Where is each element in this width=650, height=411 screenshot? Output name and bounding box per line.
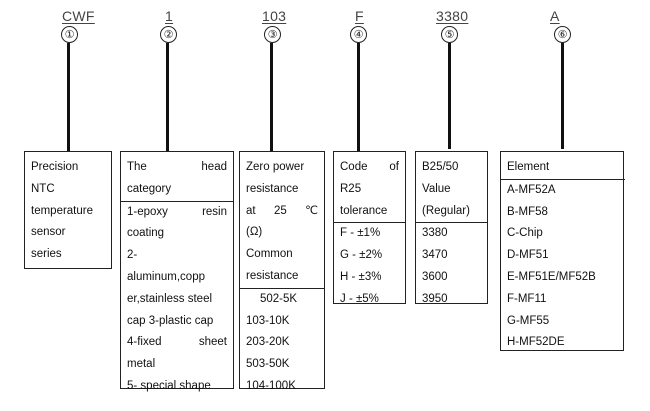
connector-line-4 bbox=[357, 43, 360, 151]
bvalue-header: (Regular) bbox=[416, 201, 487, 224]
head-text: head bbox=[201, 161, 227, 173]
resistance-value: 503-50K bbox=[246, 358, 290, 371]
head-text: The bbox=[127, 161, 147, 173]
item-text: 2- bbox=[127, 249, 138, 262]
tolerance-text: R25 bbox=[340, 182, 362, 195]
tolerance-header: tolerance bbox=[334, 201, 405, 224]
code-resistance: 103 bbox=[262, 8, 287, 24]
tolerance-value: H - ±3% bbox=[340, 270, 382, 283]
resistance-value: 104-100K bbox=[246, 379, 296, 392]
element-value: A-MF52A bbox=[507, 183, 556, 196]
series-line: Precision bbox=[31, 161, 79, 173]
item-text: aluminum,copp bbox=[127, 270, 205, 283]
bvalue-value: 3600 bbox=[422, 270, 448, 283]
resistance-value: 103-10K bbox=[246, 314, 290, 327]
item-text: resin bbox=[202, 205, 227, 218]
resistance-text: at bbox=[246, 204, 256, 217]
series-line: series bbox=[31, 248, 62, 261]
resistance-value: 502-5K bbox=[260, 292, 298, 305]
head-category-box: The head category 1-epoxy resin coating 2-… bbox=[120, 151, 234, 392]
code-series: CWF bbox=[62, 8, 95, 24]
tolerance-box: Code of R25 tolerance F - ±1% G - ±2% H -… bbox=[333, 151, 406, 305]
index-3-marker: ③ bbox=[264, 26, 281, 43]
item-text: er,stainless steel bbox=[127, 292, 213, 305]
item-text: 5- special shape bbox=[127, 379, 211, 392]
resistance-text: ℃ bbox=[305, 204, 318, 217]
code-tolerance: F bbox=[355, 8, 364, 24]
head-category-header: category bbox=[121, 179, 233, 202]
resistance-text: resistance bbox=[246, 182, 299, 195]
connector-line-1 bbox=[67, 43, 70, 151]
item-text: cap 3-plastic cap bbox=[127, 314, 214, 327]
connector-line-2 bbox=[166, 43, 169, 151]
connector-line-6 bbox=[561, 43, 564, 149]
resistance-text: (Ω) bbox=[246, 226, 263, 239]
element-value: B-MF58 bbox=[507, 205, 548, 218]
element-value: F-MF11 bbox=[507, 292, 547, 305]
bvalue-value: 3380 bbox=[422, 227, 448, 240]
bvalue-text: B25/50 bbox=[422, 161, 459, 173]
resistance-box: Zero power resistance at 25 ℃ (Ω) Common r… bbox=[239, 151, 325, 392]
tolerance-text: of bbox=[389, 161, 399, 173]
series-line: temperature bbox=[31, 204, 94, 217]
item-text: 1-epoxy bbox=[127, 205, 168, 218]
resistance-text: Common bbox=[246, 248, 293, 261]
item-text: coating bbox=[127, 227, 165, 240]
element-value: G-MF55 bbox=[507, 314, 550, 327]
index-1-marker: ① bbox=[61, 26, 78, 43]
bvalue-value: 3950 bbox=[422, 292, 448, 305]
resistance-header: resistance bbox=[240, 266, 324, 289]
index-4-marker: ④ bbox=[350, 26, 367, 43]
connector-line-3 bbox=[270, 43, 273, 151]
code-element: A bbox=[550, 8, 560, 24]
element-header: Element bbox=[501, 157, 625, 180]
item-text: metal bbox=[127, 358, 156, 371]
tolerance-text: Code bbox=[340, 161, 368, 173]
resistance-text: Zero power bbox=[246, 161, 305, 173]
resistance-text: 25 bbox=[273, 204, 287, 217]
item-text: sheet bbox=[198, 336, 227, 349]
series-line: NTC bbox=[31, 182, 55, 195]
code-bvalue: 3380 bbox=[436, 8, 469, 24]
index-2-marker: ② bbox=[160, 26, 177, 43]
series-line: sensor bbox=[31, 226, 66, 239]
item-text: 4-fixed bbox=[127, 336, 162, 349]
element-box: Element A-MF52A B-MF58 C-Chip D-MF51 E-M… bbox=[500, 151, 625, 351]
connector-line-5 bbox=[448, 43, 451, 149]
resistance-value: 203-20K bbox=[246, 336, 290, 349]
bvalue-value: 3470 bbox=[422, 249, 448, 262]
bvalue-text: Value bbox=[422, 182, 451, 195]
element-value: E-MF51E/MF52B bbox=[507, 270, 596, 283]
series-box: Precision NTC temperature sensor series bbox=[24, 151, 112, 269]
tolerance-value: G - ±2% bbox=[340, 249, 383, 262]
code-head: 1 bbox=[165, 8, 174, 24]
index-6-marker: ⑥ bbox=[554, 26, 571, 43]
element-value: H-MF52DE bbox=[507, 336, 565, 349]
bvalue-box: B25/50 Value (Regular) 3380 3470 3600 39… bbox=[415, 151, 488, 305]
tolerance-value: F - ±1% bbox=[340, 227, 381, 240]
element-value: D-MF51 bbox=[507, 249, 549, 262]
element-value: C-Chip bbox=[507, 227, 543, 240]
index-5-marker: ⑤ bbox=[441, 26, 458, 43]
tolerance-value: J - ±5% bbox=[340, 292, 379, 305]
